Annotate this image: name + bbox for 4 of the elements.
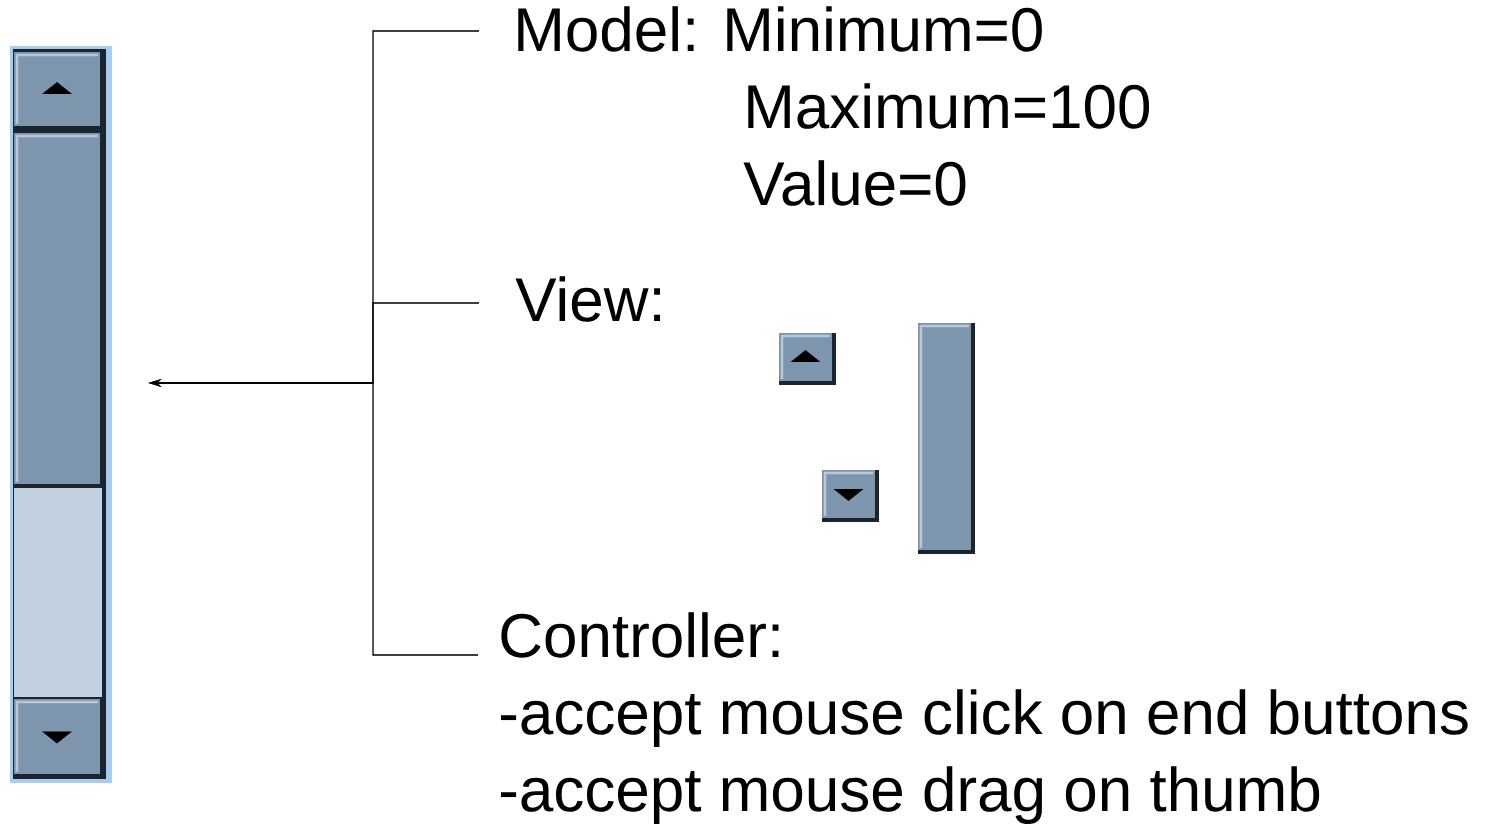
label-text: Controller: -accept mouse click on end buttons -accept mouse drag on thumb — [500, 612, 1468, 824]
label-text: Model: Minimum=0 Maximum=100 Value=0 — [518, 6, 1150, 206]
scrollbar-drawing — [10, 46, 112, 783]
label-text: View: — [515, 276, 660, 322]
